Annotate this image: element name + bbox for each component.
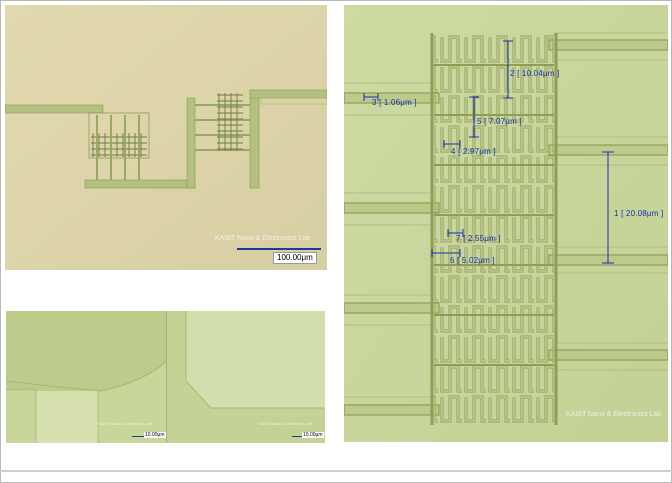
overview-micrograph: KAIST Nano & Electronics Lab 100.00μm (5, 5, 327, 270)
measurement-5: 5 [ 7.07μm ] (477, 117, 522, 126)
measurement-2: 2 [ 10.04μm ] (510, 69, 560, 78)
bottom-left-image (6, 311, 166, 443)
bottom-right-scale-label: 10.00μm (302, 432, 324, 438)
measurement-3: 3 [ 1.06μm ] (372, 98, 417, 107)
zoom-micrograph: 1 [ 20.08μm ] 2 [ 10.04μm ] 3 [ 1.06μm ]… (344, 5, 668, 442)
measurement-7: 7 [ 2.55μm ] (456, 234, 501, 243)
overview-watermark: KAIST Nano & Electronics Lab (215, 235, 311, 242)
zoom-watermark: KAIST Nano & Electronics Lab (566, 411, 662, 418)
bottom-left-micrograph: KAIST Nano & Electronics Lab 10.00μm (6, 311, 166, 443)
measurement-1: 1 [ 20.08μm ] (614, 209, 664, 218)
zoom-image (344, 5, 668, 442)
bottom-right-micrograph: KAIST Nano & Electronics Lab 10.00μm (166, 311, 325, 443)
overview-scale-label: 100.00μm (273, 252, 317, 264)
bottom-left-scale-label: 10.00μm (144, 432, 166, 438)
overview-image (5, 5, 327, 270)
bottom-right-image (166, 311, 325, 443)
bottom-divider (0, 470, 672, 472)
bottom-right-watermark: KAIST Nano & Electronics Lab (258, 421, 313, 426)
measurement-6: 6 [ 5.02μm ] (450, 256, 495, 265)
bottom-left-watermark: KAIST Nano & Electronics Lab (98, 421, 153, 426)
measurement-4: 4 [ 2.97μm ] (451, 147, 496, 156)
